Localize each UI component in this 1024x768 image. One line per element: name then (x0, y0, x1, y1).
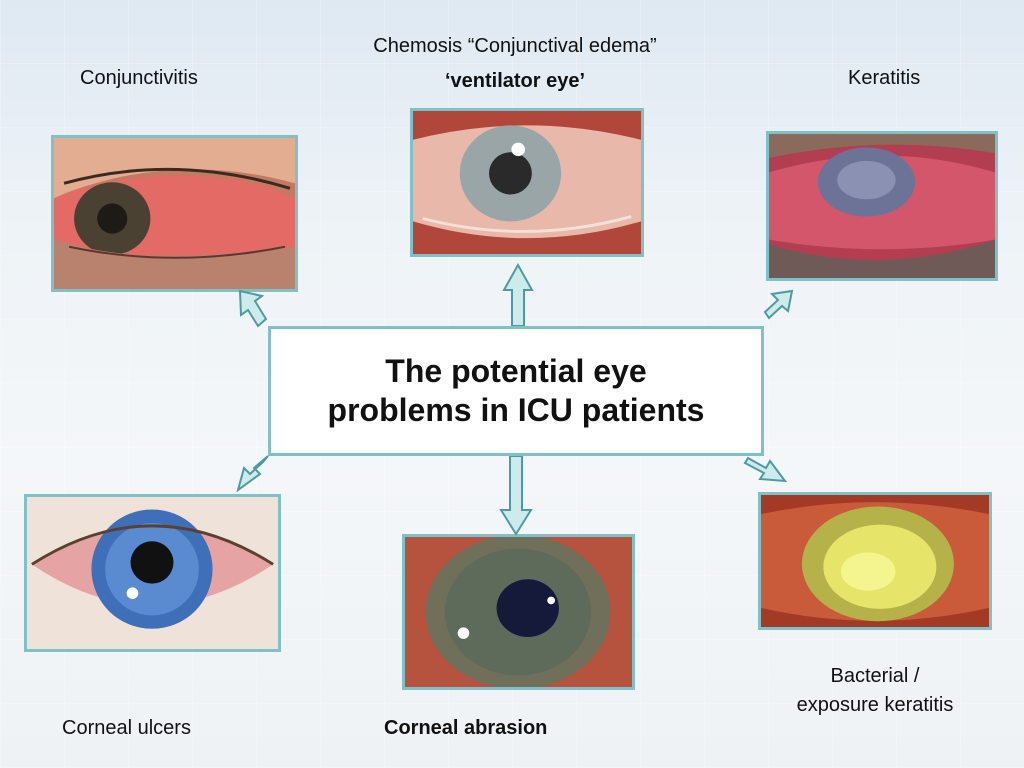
label-bacterial-line1: Bacterial / (830, 665, 920, 687)
label-chemosis-line2: ‘ventilator eye’ (444, 70, 586, 92)
conjunctivitis-photo (51, 135, 298, 292)
center-title-line2: problems in ICU patients (327, 392, 705, 428)
label-bacterial-keratitis: Bacterial / exposure keratitis (770, 662, 980, 720)
label-bacterial-line2: exposure keratitis (796, 694, 954, 716)
center-title-line1: The potential eye (385, 352, 647, 389)
chemosis-photo (410, 108, 644, 257)
corneal-abrasion-photo (402, 534, 635, 690)
label-keratitis: Keratitis (848, 67, 921, 89)
label-chemosis-line1: Chemosis “Conjunctival edema” (373, 35, 657, 57)
bacterial-keratitis-photo (758, 492, 992, 630)
central-topic-box: The potential eye problems in ICU patien… (268, 326, 764, 456)
keratitis-photo (766, 131, 998, 281)
label-conjunctivitis: Conjunctivitis (80, 67, 198, 89)
label-corneal-abrasion: Corneal abrasion (384, 717, 548, 739)
label-corneal-ulcers: Corneal ulcers (62, 717, 191, 739)
label-chemosis: Chemosis “Conjunctival edema” ‘ventilato… (300, 34, 730, 93)
corneal-ulcers-photo (24, 494, 281, 652)
